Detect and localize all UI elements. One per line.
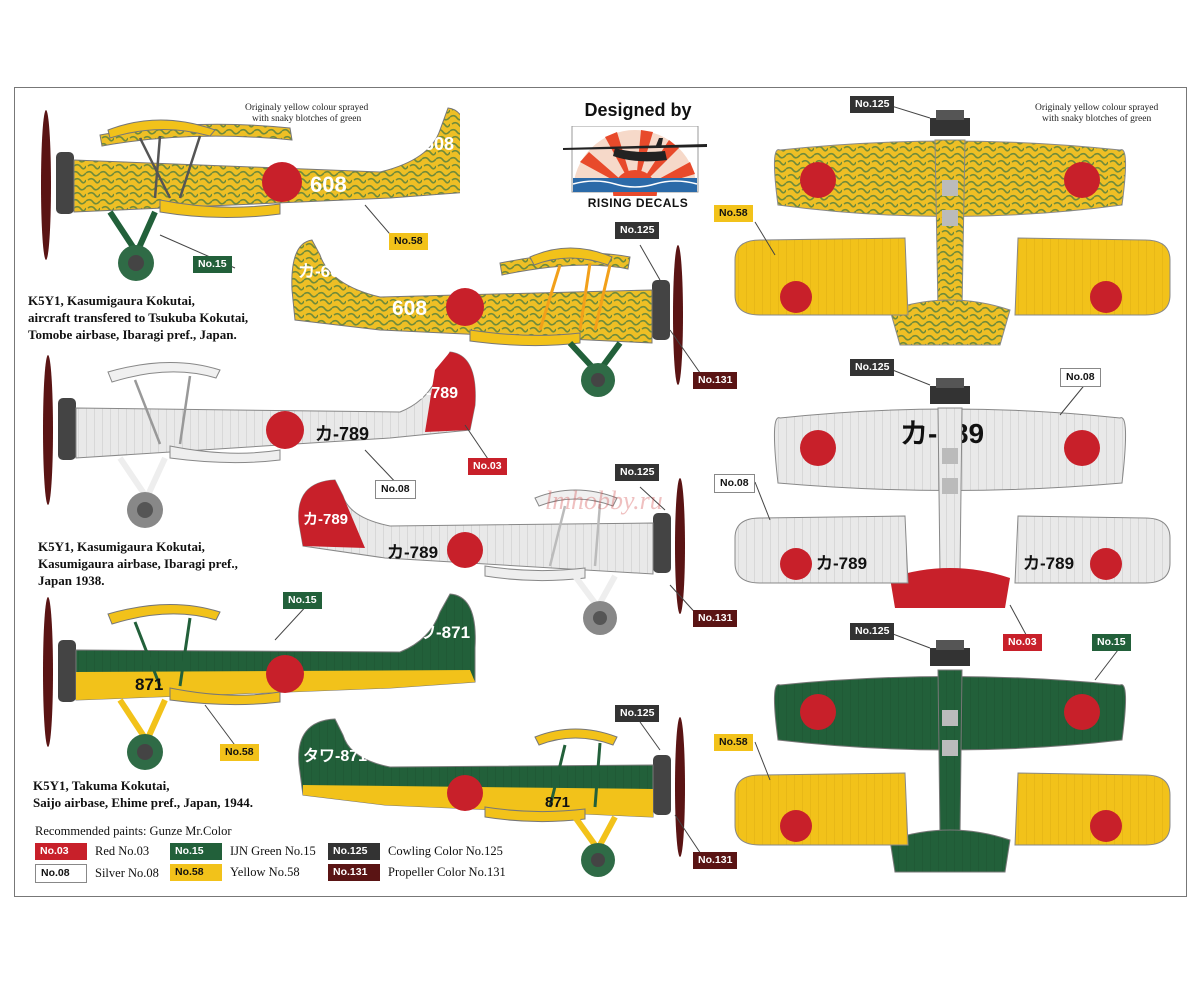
legend-item-red: No.03 Red No.03	[35, 843, 149, 860]
s1-top-view	[734, 110, 1171, 346]
s2-right-side-marking: カ-789	[387, 543, 438, 562]
s1-profile-right: 608 カ-608	[291, 239, 683, 397]
callout-no125-top3: No.125	[850, 623, 895, 640]
swatch-green: No.15	[170, 843, 222, 860]
s2-profile-right: カ-789 カ-789	[298, 478, 685, 635]
s3-top-view	[734, 640, 1171, 873]
s2-right-tail-marking: カ-789	[303, 511, 348, 528]
legend-item-cowling: No.125 Cowling Color No.125	[328, 843, 503, 860]
callout-no131-s1: No.131	[693, 372, 738, 389]
legend-item-silver: No.08 Silver No.08	[35, 864, 159, 883]
s2-profile-left: カ-789 カ-789	[43, 351, 476, 528]
callout-no08-s2: No.08	[375, 480, 416, 499]
legend-item-propeller: No.131 Propeller Color No.131	[328, 864, 506, 881]
watermark: lmhobby.ru	[545, 486, 663, 515]
callout-no131-s3: No.131	[693, 852, 738, 869]
callout-no58-top3: No.58	[714, 734, 753, 751]
callout-no03-s2: No.03	[468, 458, 507, 475]
caption-scheme2: K5Y1, Kasumigaura Kokutai, Kasumigaura a…	[38, 539, 238, 588]
legend-item-yellow: No.58 Yellow No.58	[170, 864, 300, 881]
instruction-sheet	[14, 87, 1187, 897]
s1-profile-left: 608 カ-608	[41, 107, 460, 281]
rising-decals-logo	[563, 126, 707, 196]
callout-no15-s1: No.15	[193, 256, 232, 273]
callout-no03-top2: No.03	[1003, 634, 1042, 651]
swatch-propeller: No.131	[328, 864, 380, 881]
callout-no58-top1: No.58	[714, 205, 753, 222]
s3-profile-left: 871 タワ-871	[43, 593, 476, 770]
s3-side-marking: 871	[135, 675, 163, 694]
legend-item-green: No.15 IJN Green No.15	[170, 843, 316, 860]
rising-decals-label: RISING DECALS	[587, 196, 689, 210]
s2-lower-wing-marking-left: カ-789	[816, 554, 867, 573]
s2-side-marking: カ-789	[315, 424, 369, 444]
callout-no08-top2: No.08	[1060, 368, 1101, 387]
swatch-cowling: No.125	[328, 843, 380, 860]
callout-no131-s2: No.131	[693, 610, 738, 627]
s1-right-side-marking: 608	[392, 297, 427, 320]
s1-side-marking: 608	[310, 172, 347, 197]
caption-scheme1: K5Y1, Kasumigaura Kokutai, aircraft tran…	[28, 293, 249, 342]
s3-profile-right: 871 タワ-871	[298, 717, 685, 877]
callout-no125-s3: No.125	[615, 705, 660, 722]
callout-no125-top1: No.125	[850, 96, 895, 113]
swatch-silver: No.08	[35, 864, 87, 883]
callout-no15-top3: No.15	[1092, 634, 1131, 651]
s2-lower-wing-marking-right: カ-789	[1023, 554, 1074, 573]
caption-scheme3: K5Y1, Takuma Kokutai, Saijo airbase, Ehi…	[33, 778, 254, 810]
callout-no58-s3: No.58	[220, 744, 259, 761]
s2-top-view: カ-789 カ-789 カ-789	[734, 378, 1171, 608]
s1-right-tail-marking: カ-608	[298, 262, 349, 281]
callout-no125-top2: No.125	[850, 359, 895, 376]
callout-no08-top2-lower: No.08	[714, 474, 755, 493]
swatch-red: No.03	[35, 843, 87, 860]
s3-right-side-marking: 871	[545, 794, 570, 811]
legend-title: Recommended paints: Gunze Mr.Color	[35, 824, 232, 838]
callout-no58-s1: No.58	[389, 233, 428, 250]
swatch-yellow: No.58	[170, 864, 222, 881]
s2-tail-marking: カ-789	[410, 384, 458, 402]
callout-no125-s1: No.125	[615, 222, 660, 239]
s3-tail-marking: タワ-871	[402, 623, 470, 642]
callout-no125-s2: No.125	[615, 464, 660, 481]
s1-tail-marking: カ-608	[400, 134, 454, 154]
designed-by-label: Designed by	[584, 100, 692, 120]
callout-no15-s3: No.15	[283, 592, 322, 609]
s3-right-tail-marking: タワ-871	[303, 747, 367, 765]
